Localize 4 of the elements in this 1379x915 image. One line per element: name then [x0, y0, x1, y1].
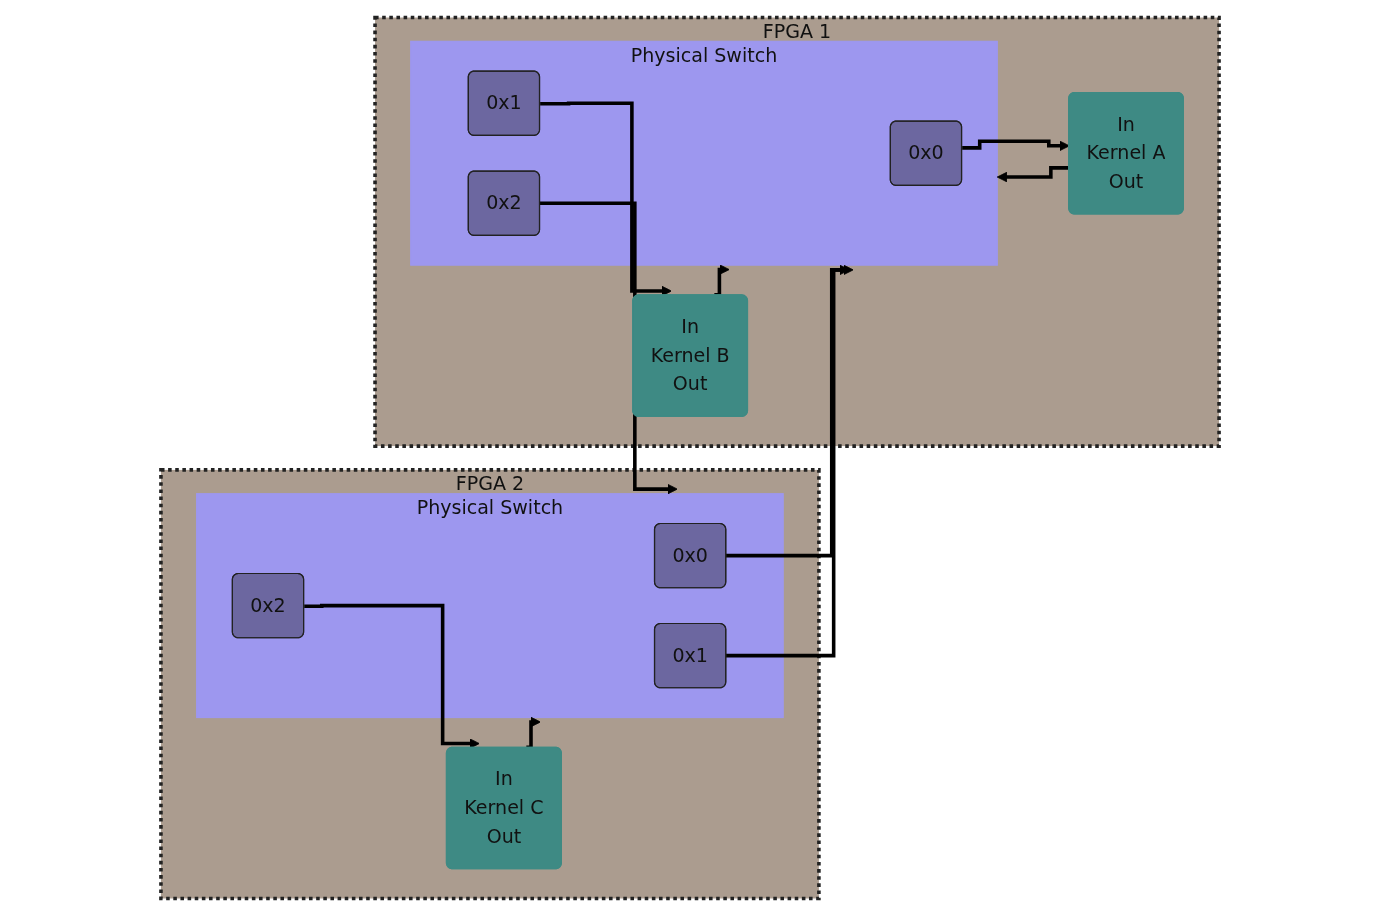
arrow: [996, 165, 1069, 182]
arrow: [303, 603, 480, 749]
arrow: [725, 264, 854, 657]
arrow: [539, 100, 672, 296]
